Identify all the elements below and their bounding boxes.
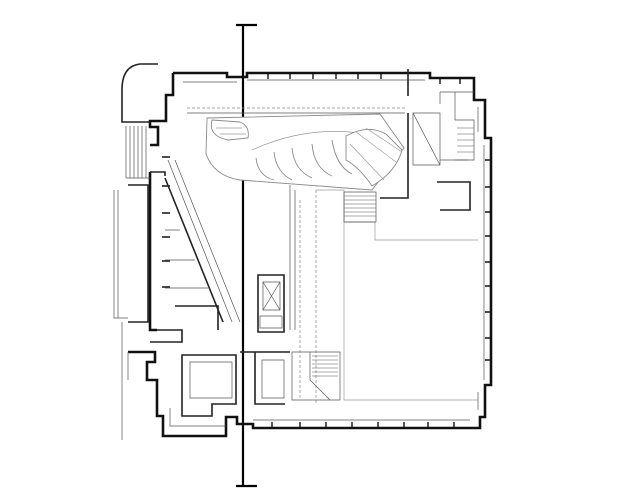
section-cut-line — [236, 23, 257, 488]
curved-ramp — [205, 113, 405, 191]
interior-partitions — [164, 69, 478, 417]
left-annex — [113, 63, 158, 440]
stairs — [312, 127, 474, 377]
window-ticks — [162, 73, 491, 428]
outer-wall — [128, 71, 493, 438]
